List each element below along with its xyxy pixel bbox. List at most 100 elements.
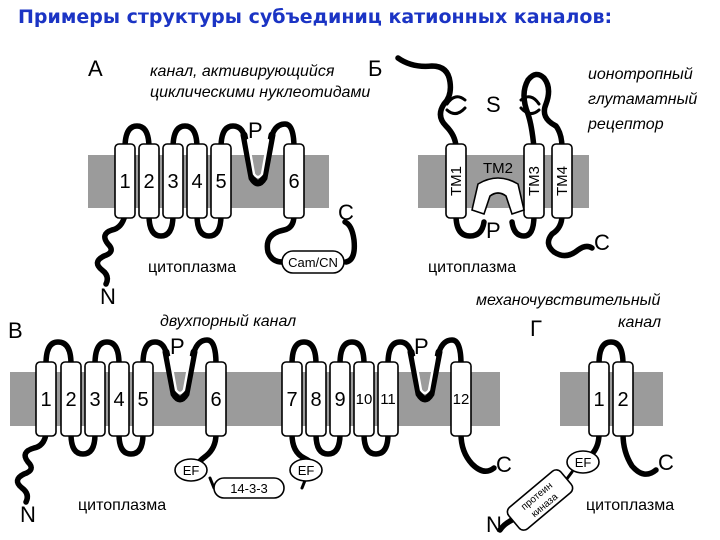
panel-v-helix-4 (108, 361, 130, 437)
panel-v-loop-1-2 (43, 339, 74, 367)
panel-v-helix-9 (329, 361, 351, 437)
panel-a-helix-5 (210, 143, 232, 219)
panel-b-tm1 (445, 143, 467, 219)
panel-b-caption-line1: ионотропный (588, 66, 693, 83)
panel-g-c-label: C (658, 450, 674, 475)
panel-v: В двухпорный канал (8, 313, 512, 527)
panel-v-helix-10 (353, 361, 375, 437)
panel-v-14-3-3-protein (213, 477, 285, 499)
panel-a-helix-3-label: 3 (167, 171, 178, 193)
panel-g-cytoplasm-label: цитоплазма (586, 497, 674, 514)
panel-b-s-label: S (486, 92, 501, 117)
panel-v-helix-7-label: 7 (286, 389, 297, 411)
panel-v-14-3-3-label: 14-3-3 (230, 481, 268, 496)
panel-v-caption: двухпорный канал (160, 313, 296, 330)
panel-a-cam-cn-label: Cam/CN (288, 255, 338, 270)
panel-v-helix-1-label: 1 (40, 389, 51, 411)
panel-b-c-terminus (545, 212, 595, 259)
panel-a-n-label: N (100, 284, 116, 309)
panel-v-helix-8 (305, 361, 327, 437)
panel-v-helix-12 (450, 361, 472, 437)
panel-b: Б ионотропный глутаматный рецептор TM1 T… (368, 55, 697, 276)
panel-v-helix-5 (132, 361, 154, 437)
panel-v-n-label: N (20, 502, 36, 527)
panel-v-helix-4-label: 4 (113, 389, 124, 411)
panel-v-c-terminus (458, 431, 497, 474)
panel-v-p2-label: P (414, 334, 429, 359)
panel-v-ef-label-1: EF (183, 463, 200, 478)
panel-g-ef-domain (566, 450, 600, 474)
panel-b-c-label: C (594, 230, 610, 255)
panel-a-cytoplasm-label: цитоплазма (148, 259, 236, 276)
panel-v-helix-6 (205, 361, 227, 437)
panel-v-p1-label: P (170, 334, 185, 359)
panel-a: А канал, активирующийся циклическими нук… (88, 56, 370, 309)
panel-a-helix-6-label: 6 (288, 171, 299, 193)
panel-g-c-terminus (620, 431, 659, 477)
panel-b-cytoplasm-label: цитоплазма (428, 259, 516, 276)
panel-g-helix-1 (588, 361, 610, 437)
panel-a-loop-2-3 (146, 212, 176, 239)
panel-v-helix-1 (35, 361, 57, 437)
panel-b-s2-loop (521, 71, 565, 151)
panel-a-p-label: P (248, 118, 263, 143)
panel-a-helix-5-label: 5 (215, 171, 226, 193)
panel-a-helix-1-label: 1 (119, 171, 130, 193)
panel-a-helix-3 (162, 143, 184, 219)
panel-v-helix-3-label: 3 (89, 389, 100, 411)
panel-g-helix-2 (612, 361, 634, 437)
panel-v-helix-10-label: 10 (356, 391, 373, 408)
panel-v-p-loop-2 (407, 348, 443, 403)
panel-a-n-terminus (94, 212, 128, 287)
panel-g-protein-kinase: протеин киназа (506, 469, 574, 531)
panel-a-helix-2-label: 2 (143, 171, 154, 193)
panel-g: Г механочувствительный канал 1 2 EF прот… (476, 292, 674, 537)
page-title: Примеры структуры субъединиц катионных к… (18, 6, 613, 28)
panel-g-caption-line1: механочувствительный (476, 292, 660, 309)
panel-v-helix-7 (281, 361, 303, 437)
panel-b-tm2 (471, 177, 525, 216)
panel-g-letter: Г (530, 316, 542, 341)
panel-a-c-terminus (342, 219, 358, 265)
panel-a-helix-4 (186, 143, 208, 219)
panel-v-ef-domain-2 (289, 458, 323, 482)
panel-v-n-terminus (14, 431, 49, 505)
panel-b-tm3-label: TM3 (526, 166, 543, 196)
panel-a-loop-1-2 (122, 123, 152, 151)
panel-g-helix-2-label: 2 (617, 389, 628, 411)
panel-a-loop-5-p (218, 123, 247, 151)
panel-a-loop-4-5 (194, 212, 224, 239)
panel-g-membrane (560, 372, 663, 426)
panel-v-helix-9-label: 9 (334, 389, 345, 411)
panel-v-c-label: C (496, 452, 512, 477)
panel-a-helix-1 (114, 143, 136, 219)
panel-a-c-label: C (338, 200, 354, 225)
panel-v-helix-11-label: 11 (380, 391, 396, 408)
panel-b-p-label: P (486, 218, 501, 243)
panel-b-tm4 (551, 143, 573, 219)
panel-b-letter: Б (368, 56, 382, 81)
panel-v-helix-2 (60, 361, 82, 437)
panel-a-loop-3-4 (170, 123, 200, 151)
panel-b-s-lobe-left (445, 95, 467, 106)
panel-v-helix-8-label: 8 (310, 389, 321, 411)
panel-g-ef-label: EF (575, 455, 592, 470)
panel-v-helix-12-label: 12 (453, 391, 470, 408)
panel-v-letter: В (8, 318, 23, 343)
panel-v-cytoplasm-label: цитоплазма (78, 497, 166, 514)
panel-b-tm3 (523, 143, 545, 219)
panel-b-loop-tm2-tm3 (509, 212, 537, 239)
panel-b-tm2-label: TM2 (483, 160, 513, 177)
panel-b-tm4-label: TM4 (554, 166, 571, 196)
panel-v-p-loop-1 (162, 348, 198, 403)
panel-a-helix-2 (138, 143, 160, 219)
panel-a-helix-6 (283, 143, 305, 219)
panel-v-helix-5-label: 5 (137, 389, 148, 411)
panel-a-cam-cn-domain (281, 250, 345, 274)
panel-g-n-label: N (486, 512, 502, 537)
panel-b-caption-line3: рецептор (587, 116, 664, 133)
panel-v-helix-2-label: 2 (65, 389, 76, 411)
panel-a-helix-4-label: 4 (191, 171, 202, 193)
panel-b-loop-tm1-tm2 (453, 212, 487, 239)
